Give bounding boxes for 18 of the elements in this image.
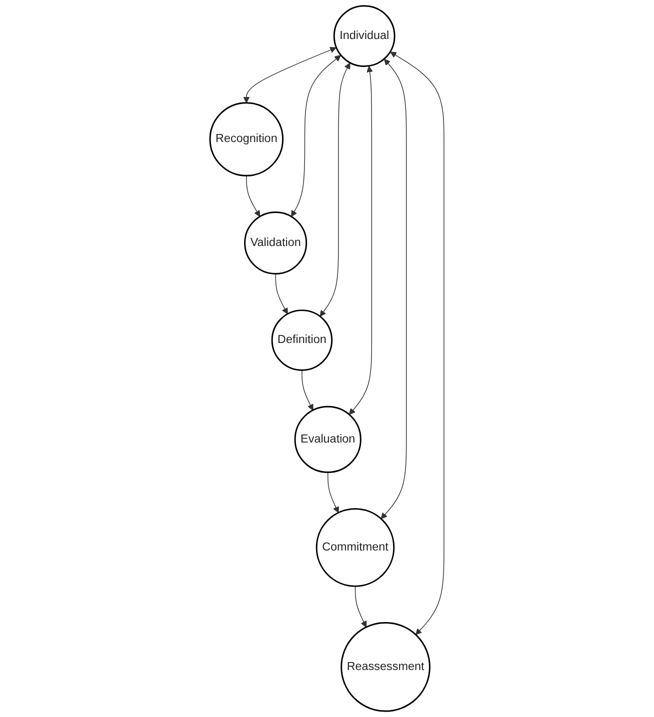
- arrow: [380, 58, 407, 520]
- node-circle: Individual: [333, 5, 396, 68]
- node-circle: Recognition: [209, 102, 284, 176]
- node-circle: Commitment: [316, 508, 395, 587]
- arrow: [302, 370, 314, 410]
- arrow: [390, 52, 444, 635]
- arrow: [246, 175, 260, 217]
- node-circle: Reassessment: [340, 622, 430, 712]
- arrow: [328, 472, 339, 513]
- node-circle: Validation: [244, 212, 308, 274]
- arrow: [348, 66, 373, 415]
- arrow: [243, 46, 336, 104]
- arrow: [291, 55, 341, 217]
- arrow: [354, 586, 367, 628]
- arrow: [275, 273, 288, 314]
- arrow: [320, 62, 350, 317]
- node-circle: Definition: [271, 310, 333, 371]
- node-circle: Evaluation: [294, 406, 362, 474]
